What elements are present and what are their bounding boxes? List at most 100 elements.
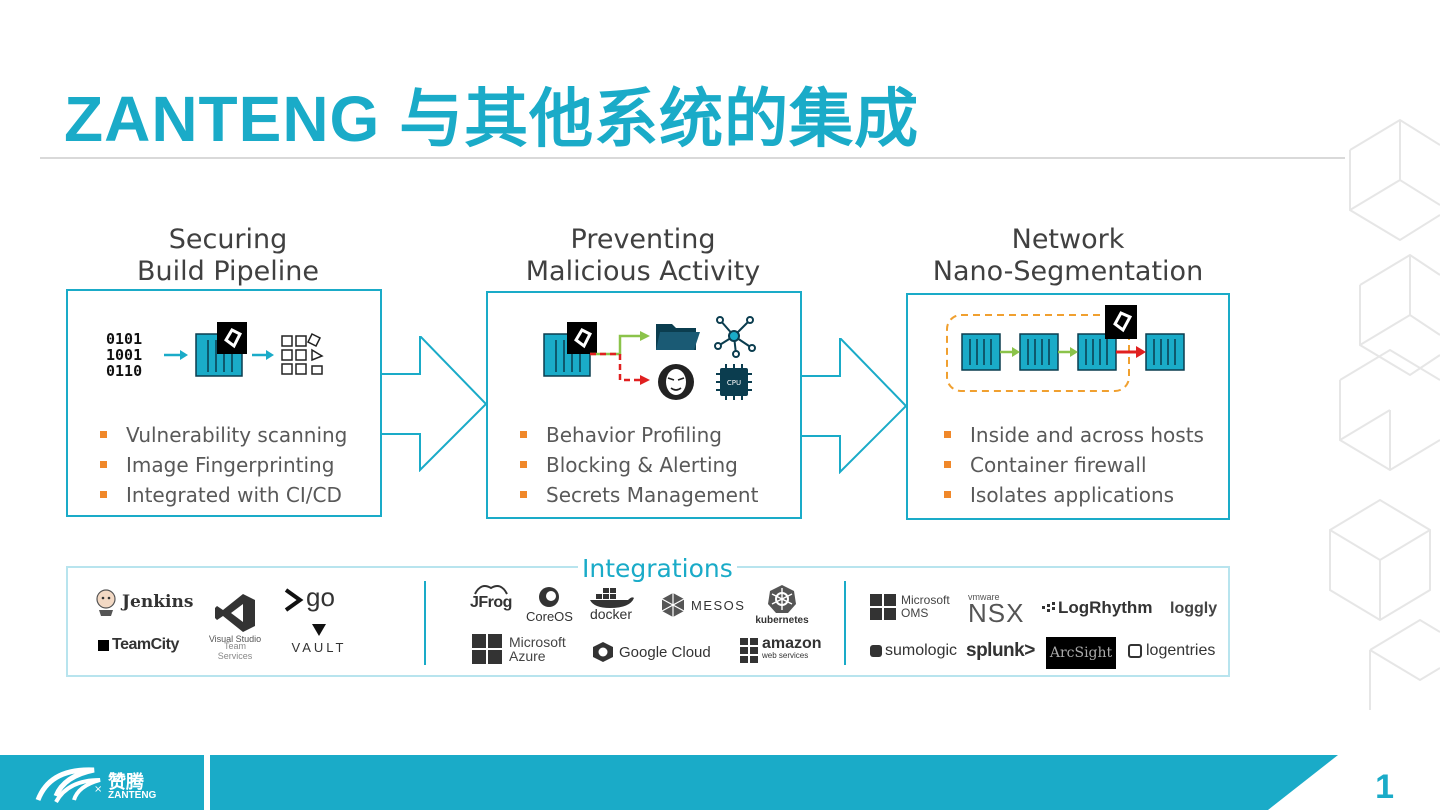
- azure-text: Azure: [509, 648, 546, 664]
- jenkins-text: Jenkins: [122, 592, 194, 612]
- windows-icon: [870, 594, 896, 620]
- column-heading-securing: Securing Build Pipeline: [80, 224, 376, 288]
- kubernetes-icon: [768, 585, 796, 613]
- bullet-item: Secrets Management: [516, 480, 758, 510]
- docker-logo: docker: [588, 586, 634, 622]
- heading-line: Preventing: [570, 224, 716, 255]
- docker-text: docker: [589, 606, 633, 622]
- vs-text: Services: [217, 651, 253, 661]
- flow-arrow-2: [798, 338, 908, 474]
- azure-text: Microsoft: [509, 634, 566, 650]
- amazon-logo: amazon web services: [738, 636, 822, 664]
- mesos-text: MESOS: [691, 597, 746, 613]
- bullet-item: Container firewall: [940, 450, 1204, 480]
- logentries-logo: logentries: [1128, 642, 1215, 660]
- title-divider: [40, 157, 1345, 159]
- nsx-logo: vmware NSX: [968, 592, 1024, 629]
- arcsight-logo: ArcSight: [1046, 637, 1116, 669]
- bullet-item: Image Fingerprinting: [96, 450, 347, 480]
- logrhythm-icon: [1042, 602, 1055, 612]
- sumologic-logo: sumologic: [870, 642, 957, 660]
- integrations-label: Integrations: [578, 554, 737, 583]
- securing-bullets: Vulnerability scanning Image Fingerprint…: [96, 420, 347, 510]
- google-cloud-icon: [593, 642, 613, 662]
- oms-text-group: Microsoft OMS: [901, 594, 950, 620]
- network-bullets: Inside and across hosts Container firewa…: [940, 420, 1204, 510]
- gocd-icon: [284, 587, 304, 612]
- sumologic-icon: [870, 645, 882, 657]
- bullet-item: Integrated with CI/CD: [96, 480, 347, 510]
- teamcity-text: TeamCity: [112, 636, 179, 653]
- azure-text-group: Microsoft Azure: [509, 635, 566, 663]
- logentries-text: logentries: [1146, 642, 1216, 659]
- gocd-text: go: [306, 582, 335, 612]
- splunk-logo: splunk>: [966, 640, 1035, 662]
- preventing-diagram: CPU: [543, 316, 756, 400]
- network-box: [906, 293, 1230, 520]
- logrhythm-text: LogRhythm: [1058, 598, 1153, 617]
- mesos-icon: [661, 593, 685, 617]
- zanteng-logo-icon: ×: [35, 767, 102, 804]
- coreos-text: CoreOS: [526, 609, 573, 624]
- logrhythm-logo: LogRhythm: [1042, 598, 1152, 618]
- jfrog-text: JFrog: [470, 594, 512, 611]
- heading-line: Nano-Segmentation: [932, 256, 1204, 287]
- vs-text: Team: [223, 641, 246, 651]
- securing-diagram: 0101 1001 0110: [106, 322, 324, 380]
- binary-line: 0101: [106, 330, 142, 348]
- bullet-item: Vulnerability scanning: [96, 420, 347, 450]
- amazon-text-group: amazon web services: [762, 635, 822, 662]
- heading-line: Build Pipeline: [136, 256, 320, 287]
- bullet-item: Inside and across hosts: [940, 420, 1204, 450]
- cube-pattern-decoration: [1329, 118, 1440, 710]
- aws-icon: [740, 638, 758, 663]
- flow-arrow-1: [378, 336, 488, 472]
- binary-line: 1001: [106, 346, 142, 364]
- teamcity-icon: [98, 639, 109, 651]
- amazon-text: web services: [762, 651, 809, 660]
- oms-text: Microsoft: [901, 593, 950, 607]
- jfrog-icon: [474, 585, 508, 595]
- kubernetes-text: kubernetes: [755, 615, 809, 626]
- oms-logo: Microsoft OMS: [870, 594, 950, 620]
- integrations-divider: [844, 581, 846, 665]
- coreos-icon: [539, 587, 560, 607]
- footer-brand-cn: 赞腾: [108, 772, 144, 793]
- column-heading-network: Network Nano-Segmentation: [915, 224, 1221, 288]
- bullet-item: Behavior Profiling: [516, 420, 758, 450]
- google-cloud-logo: Google Cloud: [592, 641, 711, 663]
- arcsight-text: ArcSight: [1049, 645, 1113, 661]
- visual-studio-logo: Visual Studio Team Services: [204, 592, 266, 661]
- amazon-text: amazon: [762, 635, 822, 652]
- column-heading-preventing: Preventing Malicious Activity: [494, 224, 792, 288]
- loggly-logo: loggly: [1170, 600, 1217, 618]
- preventing-bullets: Behavior Profiling Blocking & Alerting S…: [516, 420, 758, 510]
- cpu-label: CPU: [727, 379, 741, 387]
- kubernetes-logo: kubernetes: [750, 584, 814, 626]
- binary-line: 0110: [106, 362, 142, 380]
- logentries-icon: [1128, 644, 1142, 658]
- page-title: ZANTENG 与其他系统的集成: [64, 83, 920, 155]
- gocd-logo: go: [282, 582, 335, 613]
- network-diagram: [946, 305, 1185, 392]
- splunk-text: splunk>: [966, 640, 1035, 661]
- bullet-item: Blocking & Alerting: [516, 450, 758, 480]
- bullet-item: Isolates applications: [940, 480, 1204, 510]
- heading-line: Malicious Activity: [525, 256, 761, 287]
- jfrog-logo: JFrog: [470, 582, 512, 612]
- nsx-text: NSX: [968, 598, 1025, 628]
- vs-text: Visual Studio: [208, 634, 262, 644]
- vault-text: VAULT: [291, 640, 347, 655]
- heading-line: Network: [1011, 224, 1125, 255]
- jenkins-logo: Jenkins: [94, 588, 193, 616]
- jenkins-icon: [96, 589, 116, 616]
- azure-logo: Microsoft Azure: [472, 634, 566, 664]
- loggly-text: loggly: [1170, 600, 1218, 617]
- vault-icon: [312, 624, 326, 636]
- visual-studio-icon: [215, 594, 255, 632]
- footer-bar: [0, 755, 1338, 810]
- vmware-text: vmware: [968, 592, 1000, 602]
- google-cloud-text: Google Cloud: [619, 643, 711, 661]
- teamcity-logo: TeamCity: [98, 636, 179, 654]
- preventing-box: [486, 291, 802, 519]
